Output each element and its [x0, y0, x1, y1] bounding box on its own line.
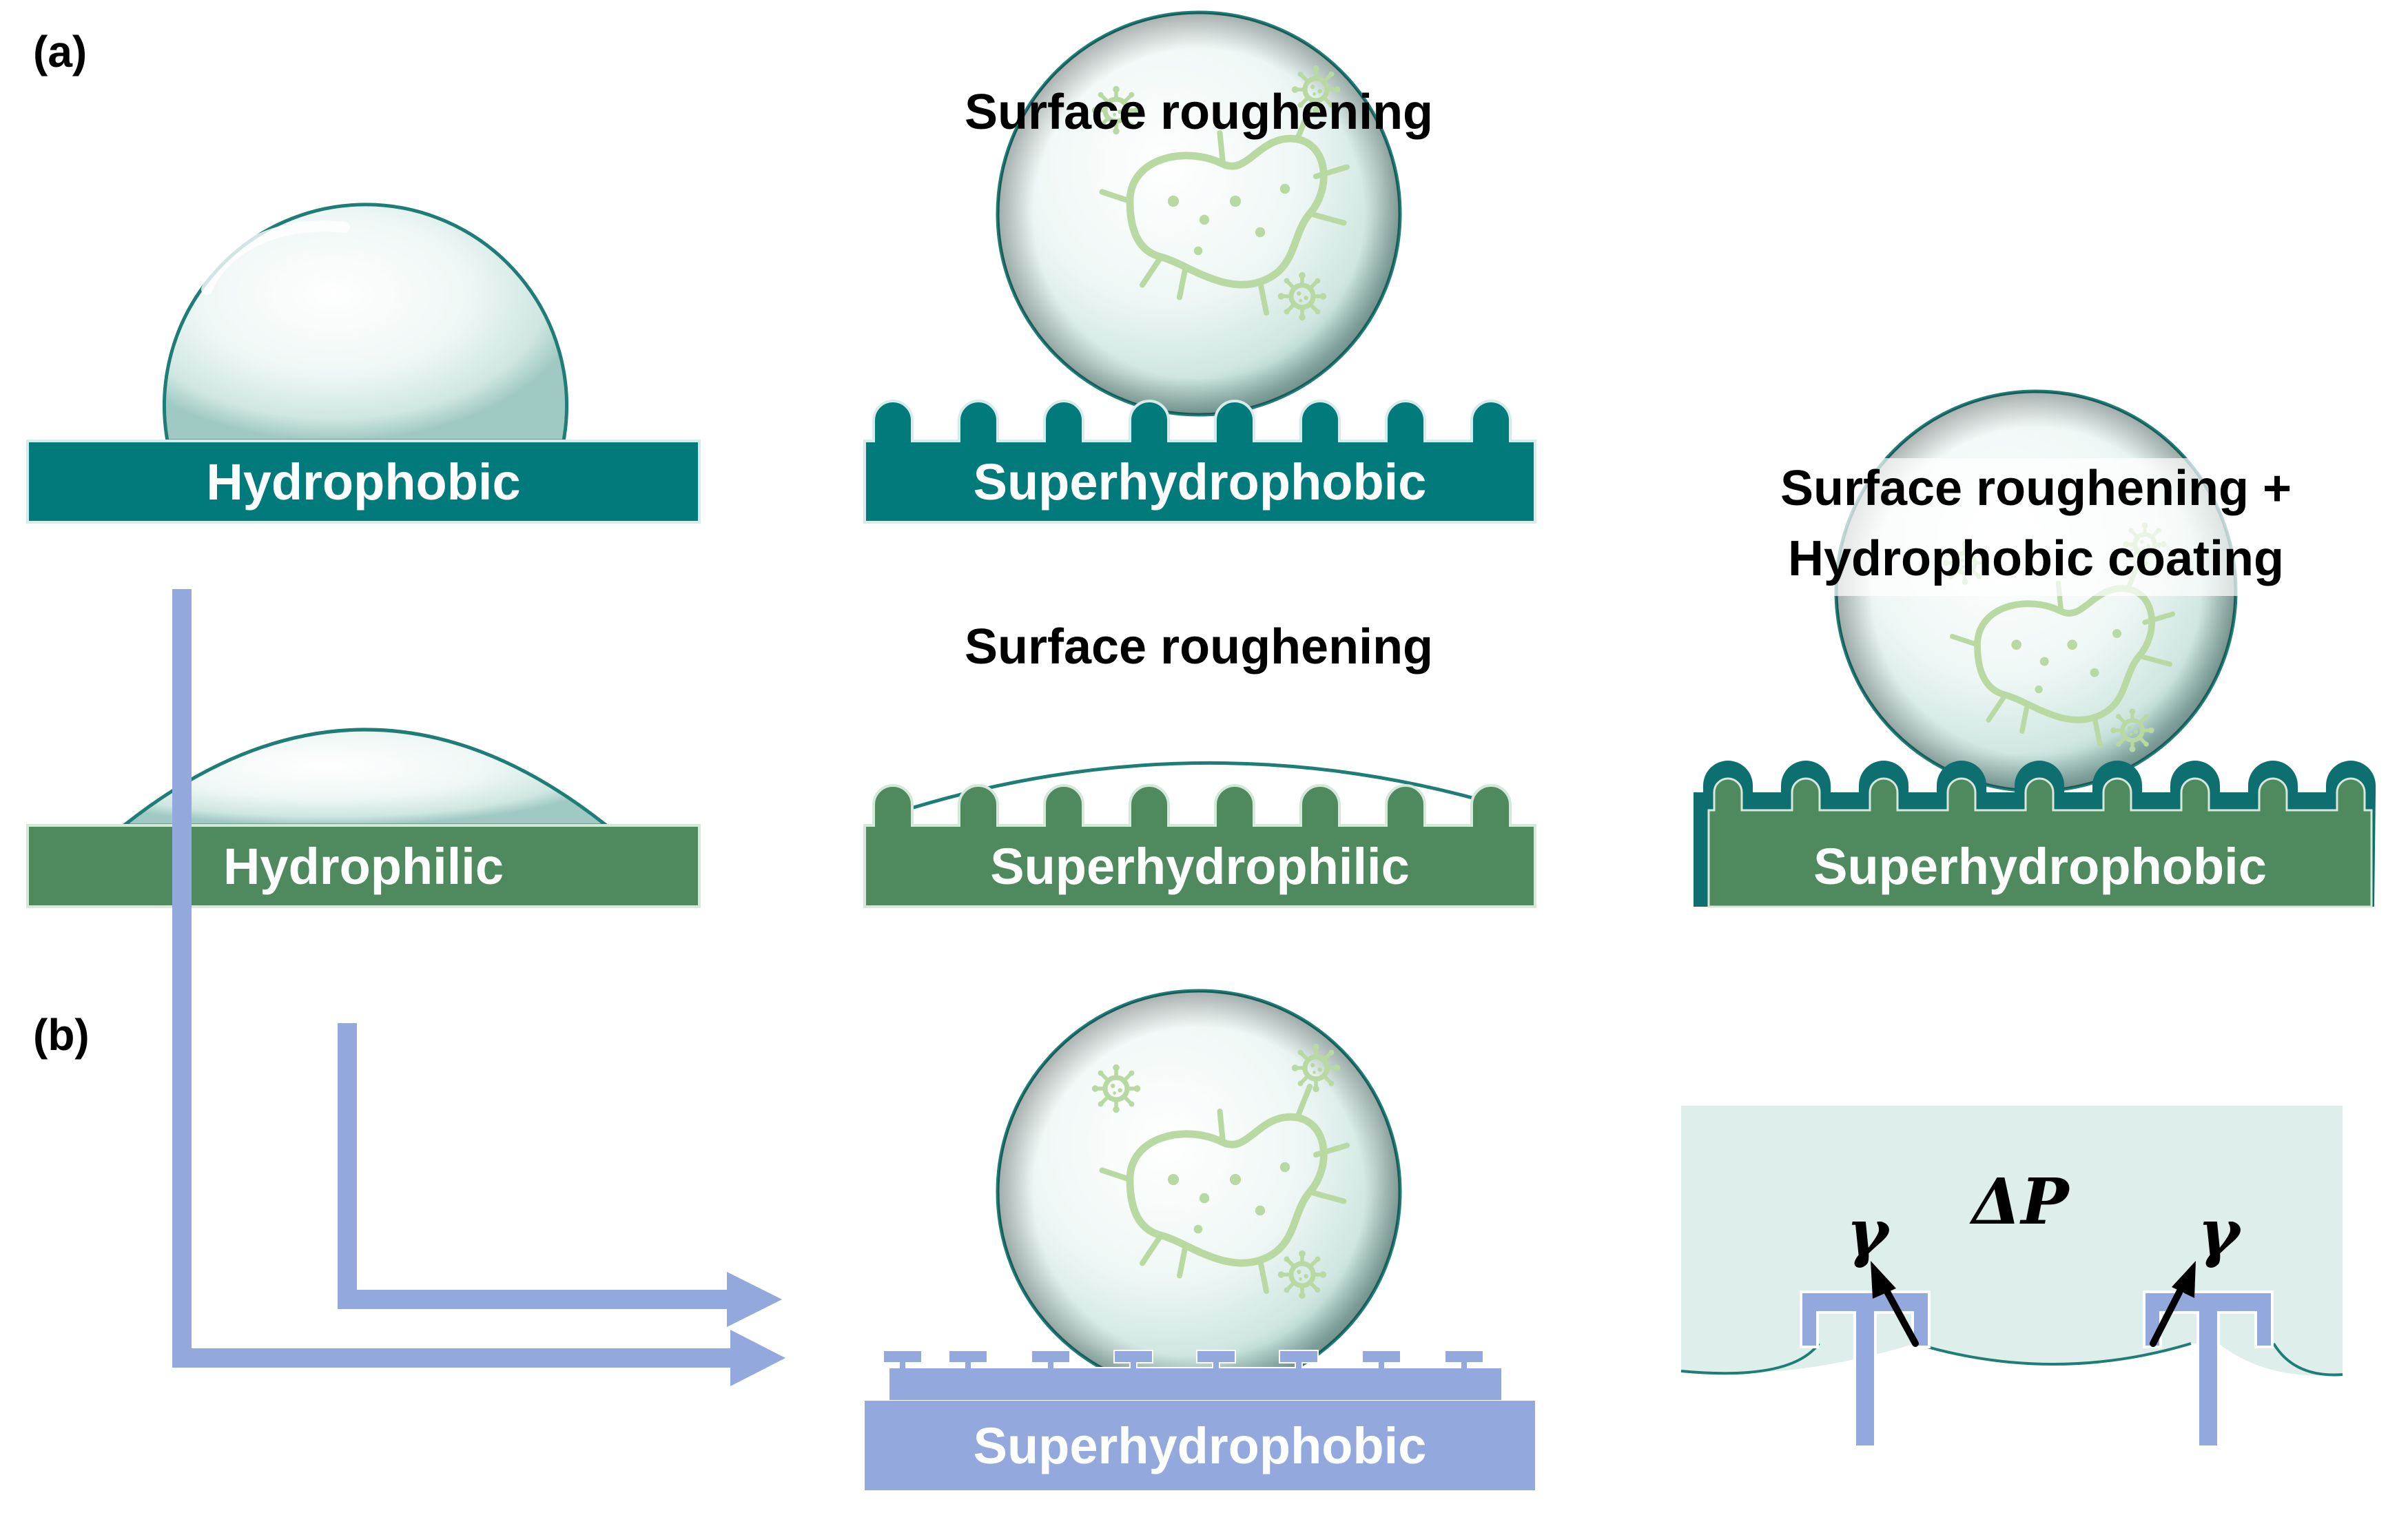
rough-substrate-teal — [863, 400, 1536, 524]
reentrant-pillars — [883, 1350, 1503, 1401]
label-hydrophobic: Hydrophobic — [206, 453, 521, 511]
label-superhydrophilic: Superhydrophilic — [990, 837, 1410, 895]
panel-label-a: (a) — [33, 27, 88, 76]
meniscus-line — [1680, 1342, 2343, 1377]
label-superhydrophobic-coated: Superhydrophobic — [1813, 837, 2267, 895]
heading-backing — [1722, 458, 2349, 596]
label-superhydrophobic-reentrant: Superhydrophobic — [973, 1417, 1427, 1474]
hydrophobic-drop — [163, 203, 568, 443]
surface-tension-right: γ — [2198, 1195, 2240, 1270]
heading-roughening-mid: Surface roughening — [964, 619, 1434, 675]
reentrant-drop — [996, 989, 1402, 1395]
reentrant-post-right — [2143, 1290, 2274, 1448]
flow-arrows — [172, 589, 785, 1386]
tension-arrows — [1871, 1261, 2196, 1347]
hydrophilic-substrate — [26, 824, 701, 908]
rough-drop-top — [996, 10, 1402, 417]
rough-substrate-green — [863, 784, 1536, 908]
panel-label-b: (b) — [33, 1010, 90, 1060]
liquid-region — [1681, 1106, 2343, 1376]
hydrophobic-substrate — [26, 440, 701, 524]
surface-tension-left: γ — [1846, 1195, 1889, 1270]
reentrant-post-left — [1800, 1290, 1931, 1448]
heading-roughening-coating-1: Surface roughening + — [1780, 461, 2292, 516]
heading-roughening-coating-2: Hydrophobic coating — [1788, 531, 2284, 586]
heading-roughening-top: Surface roughening — [964, 85, 1434, 140]
label-hydrophilic: Hydrophilic — [223, 837, 504, 895]
reentrant-substrate — [865, 1401, 1535, 1490]
rough-substrate-coated — [1707, 777, 2373, 908]
pressure-symbol: ΔP — [1972, 1164, 2069, 1239]
hydrophilic-drop — [119, 728, 612, 827]
label-superhydrophobic-teal: Superhydrophobic — [973, 453, 1427, 511]
